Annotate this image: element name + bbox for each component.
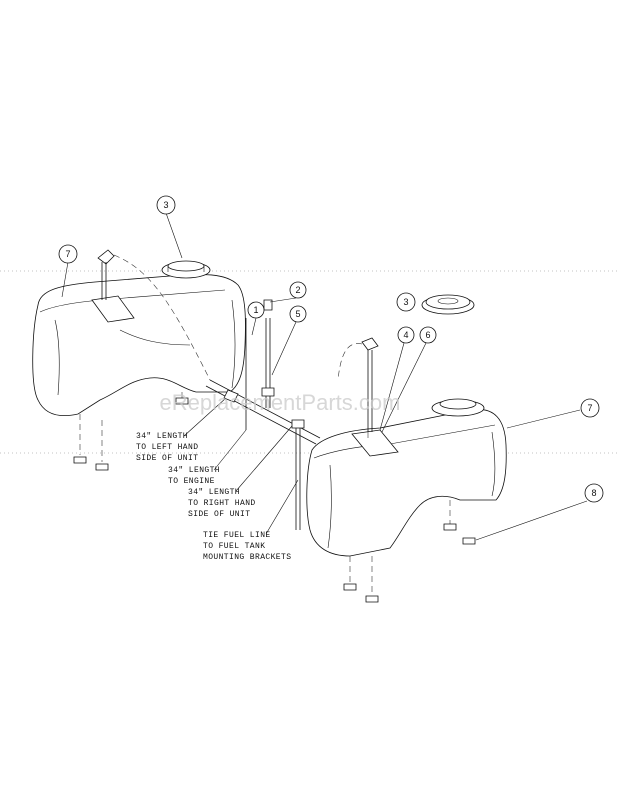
note-tie-fuel-line: TIE FUEL LINE TO FUEL TANK MOUNTING BRAC… bbox=[203, 479, 299, 562]
svg-text:4: 4 bbox=[403, 330, 408, 340]
svg-text:SIDE OF UNIT: SIDE OF UNIT bbox=[188, 510, 250, 519]
svg-text:TO RIGHT HAND: TO RIGHT HAND bbox=[188, 499, 256, 508]
callout-2: 2 bbox=[289, 281, 307, 299]
svg-text:TO FUEL TANK: TO FUEL TANK bbox=[203, 542, 265, 551]
svg-text:2: 2 bbox=[295, 285, 300, 295]
svg-text:34" LENGTH: 34" LENGTH bbox=[136, 432, 188, 441]
callout-7-right: 7 bbox=[580, 398, 600, 418]
svg-text:TIE FUEL LINE: TIE FUEL LINE bbox=[203, 531, 271, 540]
left-tank-bolt bbox=[175, 392, 189, 405]
svg-text:TO LEFT HAND: TO LEFT HAND bbox=[136, 443, 198, 452]
left-fuel-tank bbox=[32, 249, 246, 471]
svg-text:6: 6 bbox=[425, 330, 430, 340]
fuel-line-assembly bbox=[205, 299, 369, 530]
right-tank-bolt bbox=[365, 556, 379, 603]
callout-8: 8 bbox=[584, 483, 604, 503]
svg-text:8: 8 bbox=[591, 488, 596, 498]
note-engine: 34" LENGTH TO ENGINE bbox=[168, 429, 247, 486]
callout-3-right: 3 bbox=[396, 292, 416, 312]
note-left-hand: 34" LENGTH TO LEFT HAND SIDE OF UNIT bbox=[136, 397, 227, 463]
svg-text:3: 3 bbox=[403, 297, 408, 307]
watermark-text: eReplacementParts.com bbox=[160, 390, 401, 415]
svg-text:34" LENGTH: 34" LENGTH bbox=[168, 466, 220, 475]
note-right-hand: 34" LENGTH TO RIGHT HAND SIDE OF UNIT bbox=[188, 425, 293, 519]
callout-5: 5 bbox=[289, 305, 307, 323]
callout-1: 1 bbox=[247, 301, 265, 319]
right-tank-bolt bbox=[443, 500, 457, 531]
right-tank-bolt bbox=[462, 537, 476, 545]
right-fuel-tank bbox=[306, 337, 507, 603]
svg-text:1: 1 bbox=[253, 305, 258, 315]
svg-text:34" LENGTH: 34" LENGTH bbox=[188, 488, 240, 497]
callout-6: 6 bbox=[419, 326, 437, 344]
svg-text:7: 7 bbox=[65, 249, 70, 259]
left-tank-bolt bbox=[73, 414, 87, 464]
svg-text:SIDE OF UNIT: SIDE OF UNIT bbox=[136, 454, 198, 463]
callout-4: 4 bbox=[397, 326, 415, 344]
svg-text:7: 7 bbox=[587, 403, 592, 413]
right-tank-bolt bbox=[343, 556, 357, 591]
fuel-cap bbox=[421, 294, 475, 315]
callout-layer: 7 3 1 2 5 3 4 6 bbox=[58, 195, 604, 541]
left-tank-bolt bbox=[95, 420, 109, 471]
svg-text:5: 5 bbox=[295, 309, 300, 319]
svg-text:MOUNTING BRACKETS: MOUNTING BRACKETS bbox=[203, 553, 291, 562]
callout-3-left: 3 bbox=[156, 195, 176, 215]
svg-text:TO ENGINE: TO ENGINE bbox=[168, 477, 215, 486]
svg-text:3: 3 bbox=[163, 200, 168, 210]
callout-7-left: 7 bbox=[58, 244, 78, 264]
